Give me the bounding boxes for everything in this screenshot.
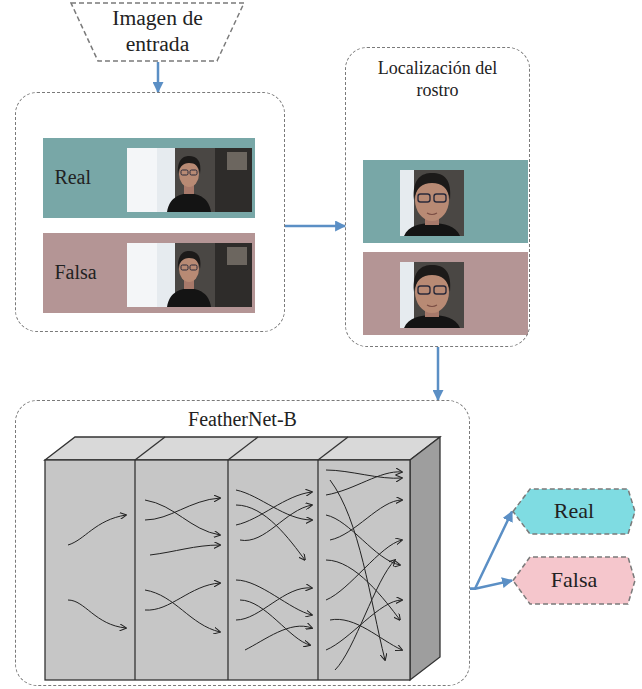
feature-flows bbox=[68, 470, 402, 670]
group-heading: Localización del rostro bbox=[363, 58, 513, 101]
fake-face-band bbox=[363, 252, 528, 335]
node-label: Real bbox=[554, 498, 594, 524]
network-block bbox=[45, 437, 440, 680]
flow-arrow bbox=[470, 581, 512, 589]
input-photo bbox=[127, 243, 252, 307]
class-band: Falsa bbox=[42, 232, 254, 312]
real-face-band bbox=[363, 160, 528, 243]
flow-arrow bbox=[285, 225, 345, 228]
stage-group: FeatherNet-B bbox=[15, 400, 470, 686]
node-label: Falsa bbox=[54, 260, 96, 284]
real-band bbox=[43, 138, 255, 218]
group-heading: FeatherNet-B bbox=[188, 407, 297, 431]
output-tag: Falsa bbox=[512, 556, 636, 605]
class-band: Real bbox=[42, 137, 254, 217]
face-crop bbox=[400, 170, 464, 236]
shape-outline bbox=[71, 3, 244, 61]
input-trapezoid: Imagen de entrada bbox=[70, 2, 245, 62]
face-crop bbox=[400, 262, 464, 328]
flow-arrow bbox=[157, 62, 160, 92]
stage-group: Localización del rostro bbox=[345, 47, 530, 347]
flow-arrow bbox=[470, 512, 512, 589]
shape-outline bbox=[513, 489, 635, 534]
node-label: Imagen de entrada bbox=[98, 6, 218, 58]
shape-outline bbox=[513, 557, 635, 604]
input-photo bbox=[127, 148, 252, 212]
node-label: Falsa bbox=[551, 567, 597, 593]
flow-arrow bbox=[437, 347, 440, 400]
stage-group: RealFalsa bbox=[15, 92, 285, 332]
node-label: Real bbox=[54, 165, 91, 189]
output-tag: Real bbox=[512, 488, 636, 535]
fake-band bbox=[43, 233, 255, 313]
